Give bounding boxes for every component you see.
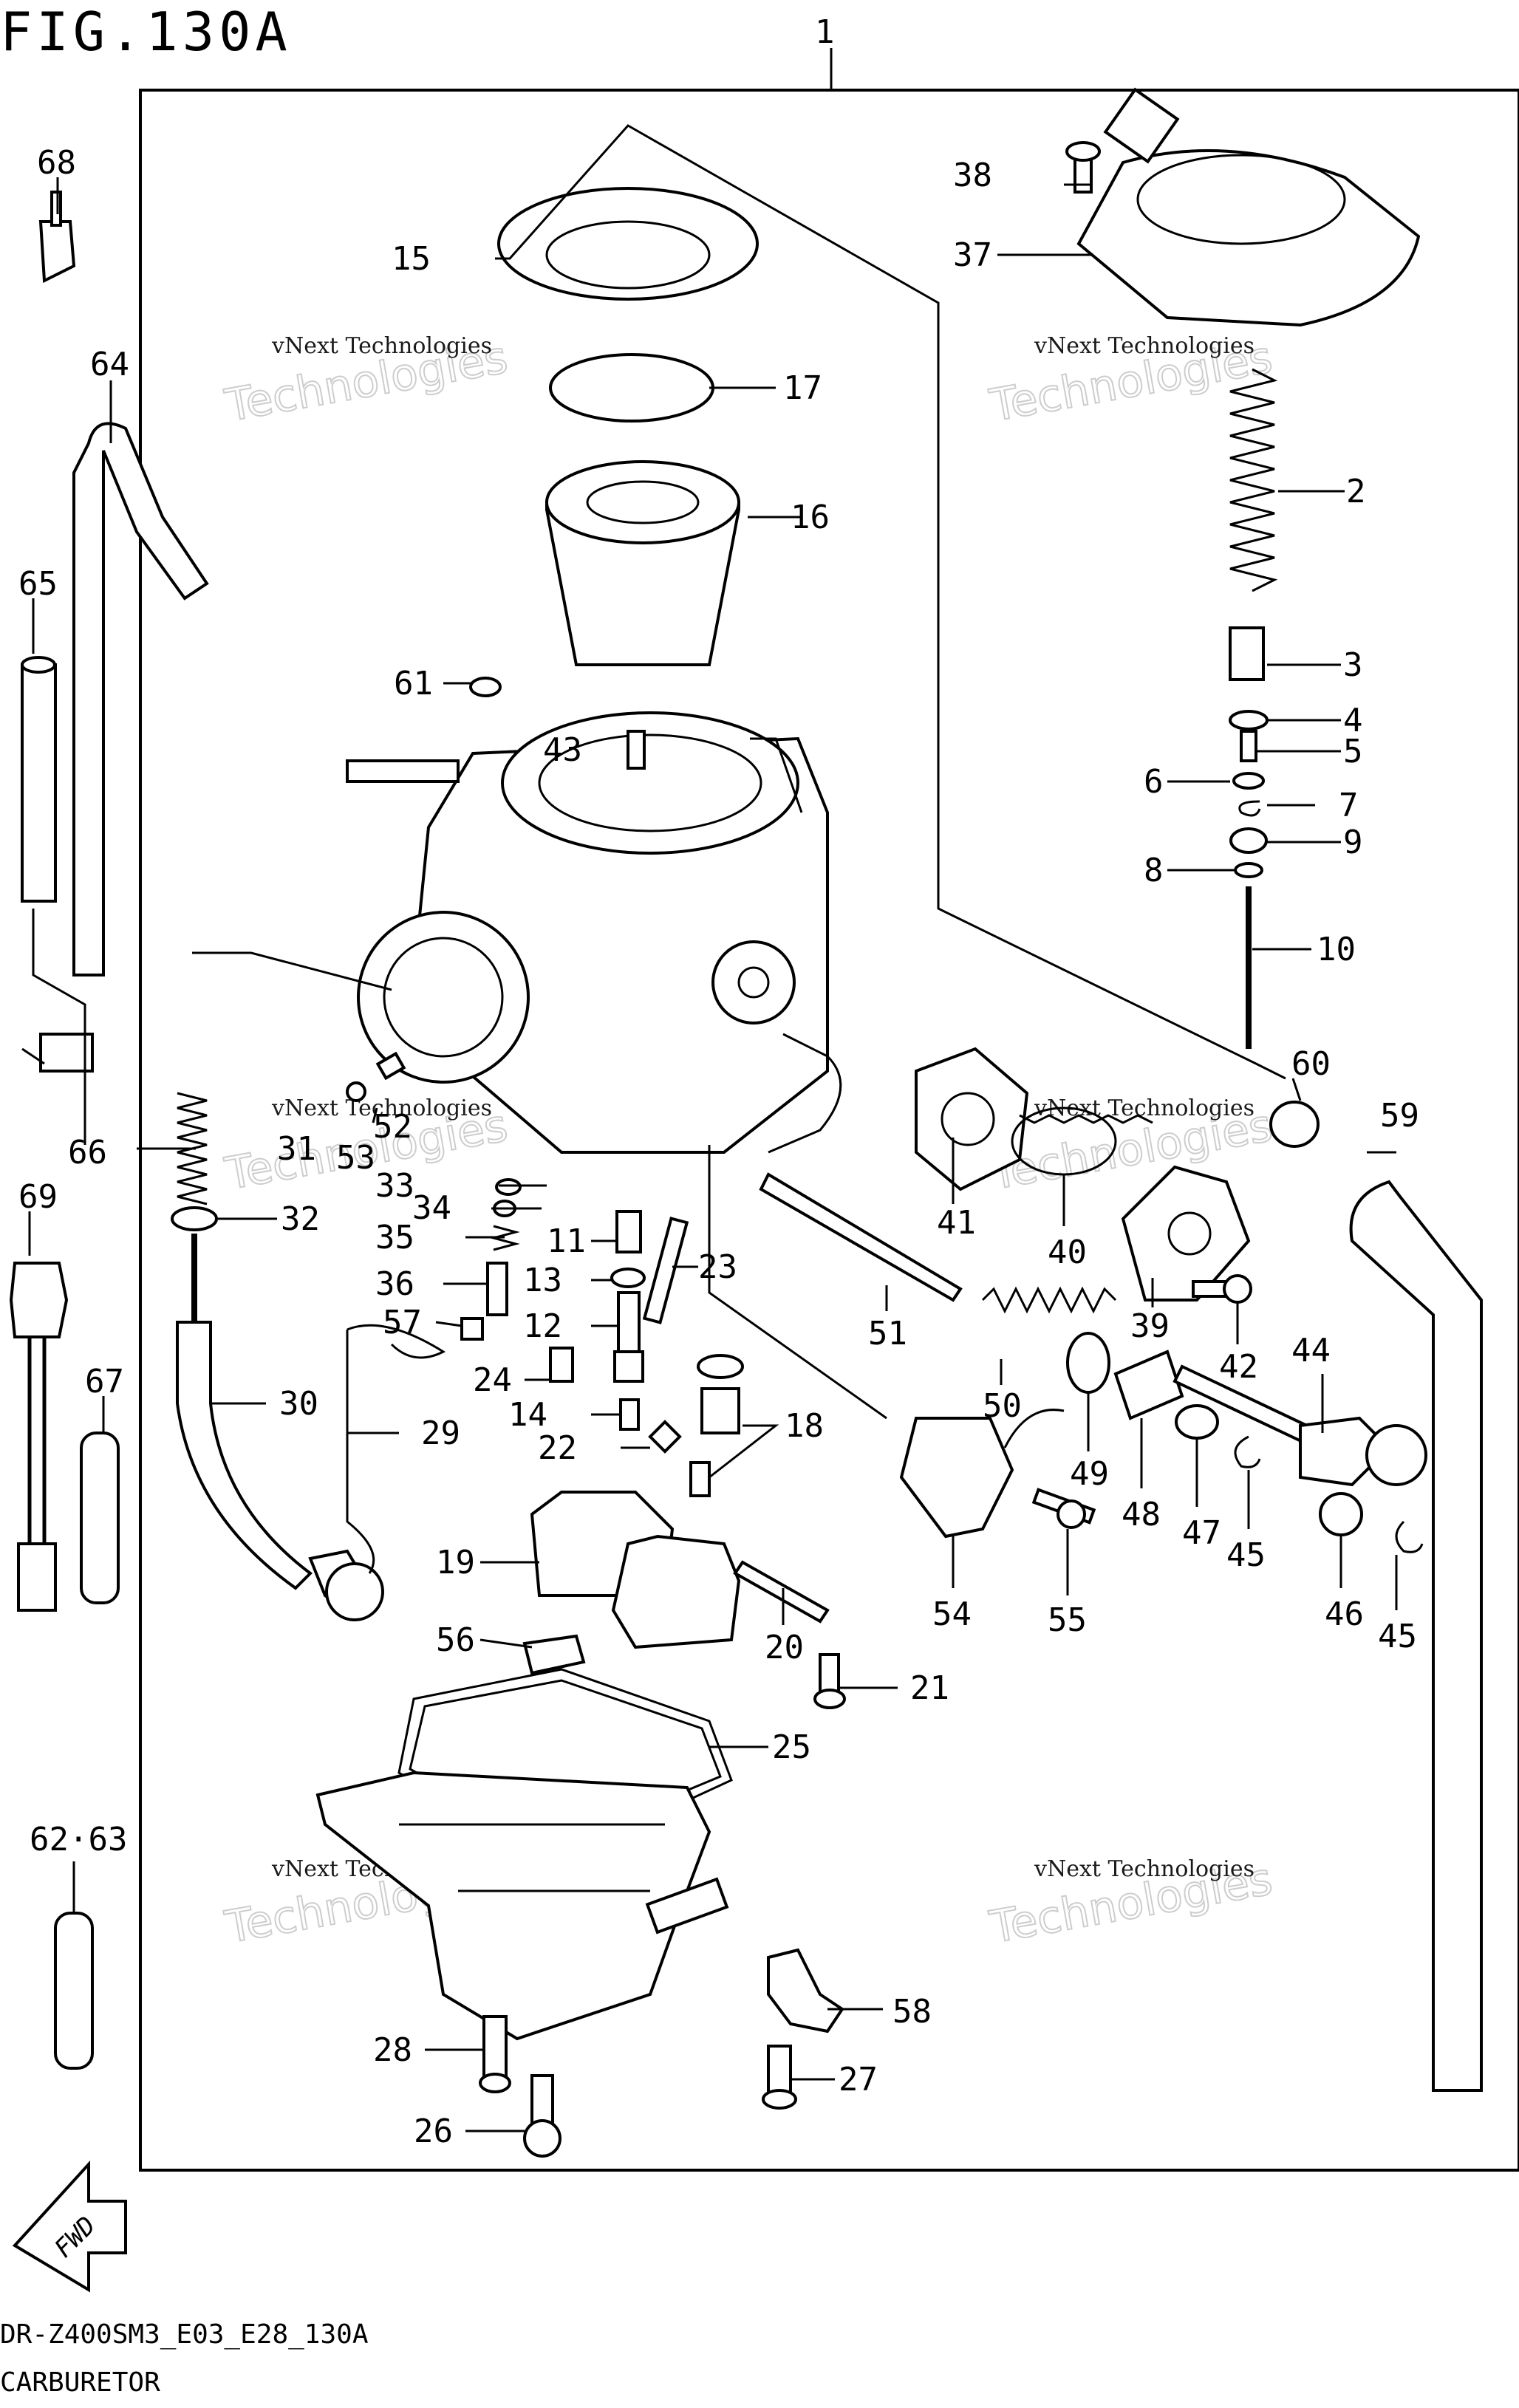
assembly-frame (139, 89, 1519, 2172)
callout-54: 54 (932, 1595, 972, 1633)
callout-16: 16 (791, 499, 830, 536)
callout-39: 39 (1130, 1307, 1170, 1345)
callout-51: 51 (868, 1315, 907, 1352)
callout-7: 7 (1339, 787, 1359, 824)
callout-11: 11 (547, 1222, 586, 1260)
callout-34: 34 (412, 1189, 451, 1227)
fwd-arrow-icon (12, 2160, 127, 2293)
callout-66: 66 (68, 1134, 107, 1171)
svg-text:vNext Technologies: vNext Technologies (271, 333, 492, 359)
callout-9: 9 (1343, 824, 1363, 861)
callout-26: 26 (414, 2113, 453, 2150)
figure-title: FIG.130A (0, 1, 292, 63)
callout-13: 13 (523, 1262, 562, 1299)
callout-33: 33 (375, 1167, 414, 1205)
part-drawings (9, 87, 1483, 2293)
callout-22: 22 (538, 1429, 577, 1467)
callout-1: 1 (815, 13, 835, 51)
svg-text:vNext Technologies: vNext Technologies (1034, 333, 1255, 359)
callout-27: 27 (839, 2061, 878, 2099)
callout-20: 20 (765, 1629, 804, 1666)
callout-52: 52 (373, 1108, 412, 1146)
callout-67: 67 (85, 1363, 124, 1400)
callout-50: 50 (983, 1387, 1022, 1425)
figure-code: DR-Z400SM3_E03_E28_130A (0, 2319, 369, 2350)
callout-4: 4 (1343, 702, 1363, 739)
callout-48: 48 (1122, 1496, 1161, 1533)
callout-37: 37 (953, 236, 992, 274)
callout-43: 43 (543, 731, 582, 769)
callout-30: 30 (279, 1385, 318, 1423)
callout-62-63: 62·63 (30, 1821, 127, 1858)
callout-19: 19 (436, 1544, 475, 1581)
callout-69: 69 (18, 1178, 58, 1216)
callout-25: 25 (772, 1728, 811, 1766)
callout-55: 55 (1048, 1601, 1087, 1639)
callout-28: 28 (373, 2031, 412, 2069)
callout-42: 42 (1219, 1348, 1258, 1386)
callout-labels: 1 2 3 4 5 6 7 8 9 10 11 12 13 14 15 16 1… (18, 13, 1419, 2150)
callout-59: 59 (1380, 1097, 1419, 1135)
callout-21: 21 (910, 1669, 949, 1707)
callout-58: 58 (892, 1993, 932, 2031)
callout-6: 6 (1144, 763, 1164, 801)
callout-3: 3 (1343, 646, 1363, 684)
callout-65: 65 (18, 565, 58, 603)
callout-57: 57 (383, 1304, 422, 1341)
svg-text:vNext Technologies: vNext Technologies (1034, 1856, 1255, 1882)
callout-10: 10 (1317, 931, 1356, 968)
callout-15: 15 (392, 240, 431, 278)
callout-56: 56 (436, 1621, 475, 1659)
callout-45a: 45 (1226, 1536, 1266, 1574)
callout-64: 64 (90, 346, 129, 383)
callout-8: 8 (1144, 852, 1164, 889)
callout-53: 53 (336, 1139, 375, 1177)
callout-49: 49 (1070, 1455, 1109, 1493)
callout-2: 2 (1346, 473, 1366, 510)
callout-35: 35 (375, 1219, 414, 1256)
callout-24: 24 (473, 1361, 512, 1399)
callout-31: 31 (277, 1130, 316, 1168)
callout-18: 18 (785, 1407, 824, 1445)
callout-36: 36 (375, 1265, 414, 1303)
callout-40: 40 (1048, 1234, 1087, 1271)
callout-38: 38 (953, 157, 992, 194)
callout-68: 68 (37, 144, 76, 182)
callout-44: 44 (1291, 1332, 1331, 1369)
callout-29: 29 (421, 1415, 460, 1452)
figure-name: CARBURETOR (0, 2367, 160, 2398)
callout-60: 60 (1291, 1045, 1331, 1083)
callout-41: 41 (937, 1204, 976, 1242)
callout-17: 17 (783, 369, 822, 407)
callout-46: 46 (1325, 1595, 1364, 1633)
callout-5: 5 (1343, 733, 1363, 770)
callout-45b: 45 (1378, 1618, 1417, 1655)
leader-lines (28, 124, 1398, 2132)
callout-23: 23 (698, 1248, 737, 1286)
svg-text:vNext Technologies: vNext Technologies (271, 1095, 492, 1121)
callout-32: 32 (281, 1200, 320, 1238)
callout-12: 12 (523, 1307, 562, 1345)
callout-61: 61 (394, 665, 433, 702)
callout-14: 14 (508, 1396, 547, 1434)
callout-47: 47 (1182, 1514, 1221, 1552)
